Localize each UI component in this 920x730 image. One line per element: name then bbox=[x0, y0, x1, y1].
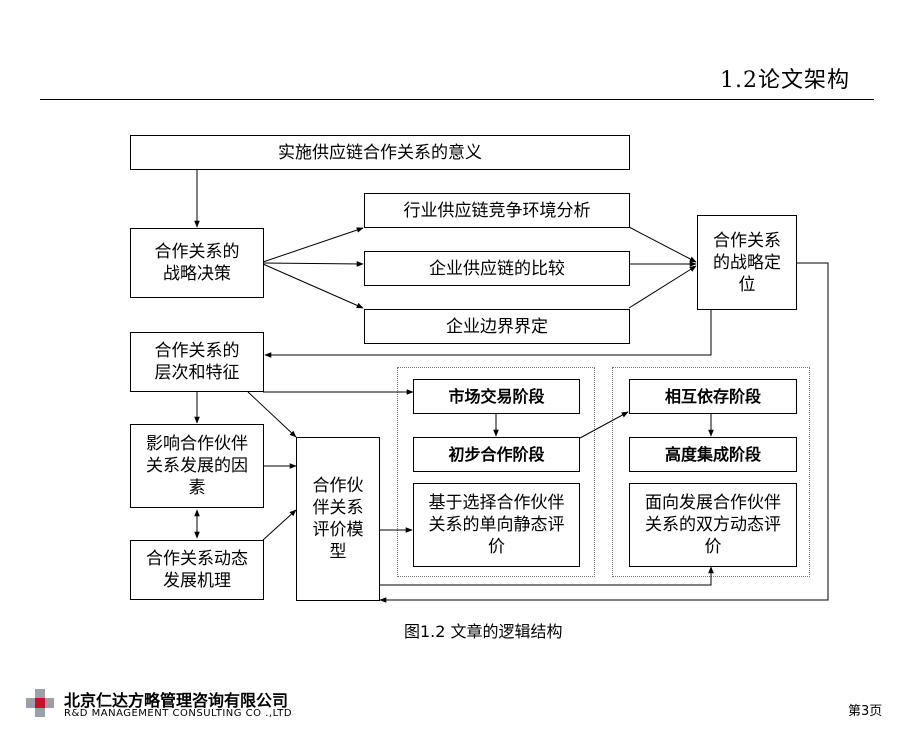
box-evaluation-model: 合作伙伴关系评价模型 bbox=[296, 437, 380, 601]
arrow-position-hierarchy bbox=[264, 303, 714, 358]
box-market-trade-stage: 市场交易阶段 bbox=[413, 379, 580, 414]
box-high-integration-stage: 高度集成阶段 bbox=[629, 437, 797, 472]
box-influencing-factors: 影响合作伙伴关系发展的因素 bbox=[130, 424, 264, 508]
arrow-initial-interdependent bbox=[579, 411, 629, 439]
box-initial-cooperation-stage: 初步合作阶段 bbox=[413, 437, 580, 472]
box-significance: 实施供应链合作关系的意义 bbox=[130, 135, 630, 170]
arrow-hierarchy-model bbox=[247, 391, 297, 438]
page-number: 第3页 bbox=[848, 704, 883, 719]
stage-group-left bbox=[397, 367, 595, 577]
box-dynamic-mechanism: 合作关系动态发展机理 bbox=[130, 540, 264, 600]
box-interdependent-stage: 相互依存阶段 bbox=[629, 379, 797, 414]
box-supply-chain-comparison: 企业供应链的比较 bbox=[364, 251, 630, 286]
box-industry-environment: 行业供应链竞争环境分析 bbox=[364, 193, 630, 228]
company-name-en: R&D MANAGEMENT CONSULTING CO .,LTD bbox=[64, 708, 293, 719]
slide-title: 1.2论文架构 bbox=[720, 68, 850, 93]
arrow-boundary-position bbox=[628, 265, 697, 309]
company-logo-icon bbox=[26, 689, 54, 717]
box-enterprise-boundary: 企业边界界定 bbox=[364, 309, 630, 344]
arrow-decision-industry bbox=[262, 227, 364, 263]
arrow-decision-comparison bbox=[262, 261, 364, 267]
arrow-position-feedback bbox=[379, 262, 829, 603]
arrow-mechanism-model bbox=[262, 509, 297, 541]
title-divider bbox=[40, 99, 874, 100]
box-strategic-decision: 合作关系的战略决策 bbox=[130, 228, 264, 298]
arrow-industry-position bbox=[628, 226, 697, 263]
company-name-cn: 北京仁达方略管理咨询有限公司 bbox=[64, 691, 289, 710]
box-two-way-dynamic-evaluation: 面向发展合作伙伴关系的双方动态评价 bbox=[629, 483, 797, 567]
box-hierarchy-characteristics: 合作关系的层次和特征 bbox=[130, 332, 264, 392]
arrow-decision-boundary bbox=[262, 263, 364, 309]
figure-caption: 图1.2 文章的逻辑结构 bbox=[404, 622, 563, 641]
box-strategic-position: 合作关系的战略定位 bbox=[697, 215, 797, 310]
box-one-way-static-evaluation: 基于选择合作伙伴关系的单向静态评价 bbox=[413, 483, 580, 567]
arrow-model-twoway bbox=[380, 566, 714, 586]
